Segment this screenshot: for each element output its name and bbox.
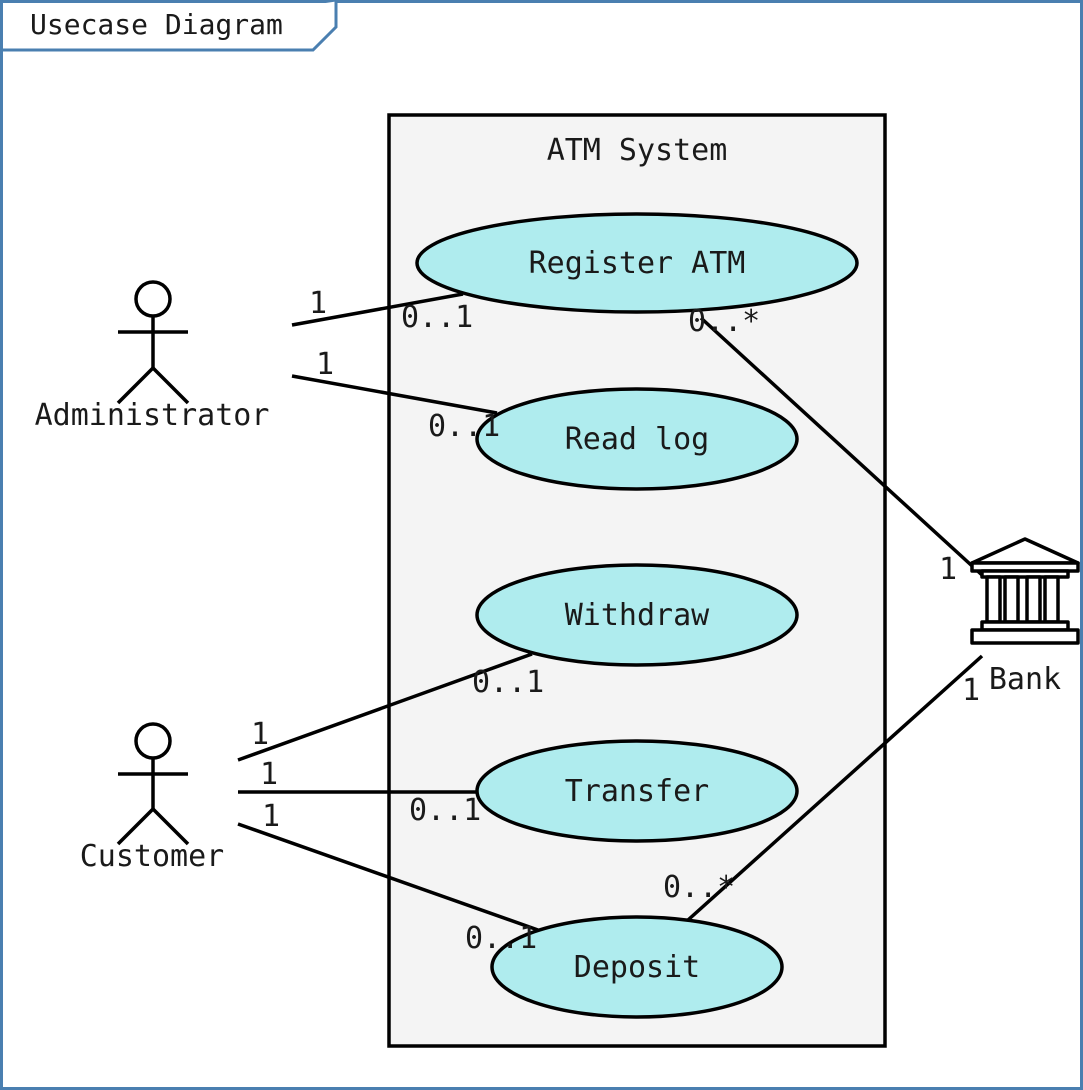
actor-label: Customer	[80, 839, 225, 874]
multiplicity-admin-register-actor: 1	[309, 286, 327, 321]
actor-label: Bank	[989, 662, 1061, 697]
system-title: ATM System	[547, 133, 728, 168]
multiplicity-admin-register-usecase: 0..1	[401, 300, 473, 335]
usecase-deposit[interactable]: Deposit	[490, 915, 784, 1019]
usecase-label: Withdraw	[565, 598, 710, 633]
bank-building-icon	[970, 537, 1080, 645]
actor-bank[interactable]: Bank	[970, 537, 1080, 697]
multiplicity-admin-readlog-usecase: 0..1	[428, 409, 500, 444]
multiplicity-customer-withdraw-usecase: 0..1	[472, 665, 544, 700]
association-customer-withdraw[interactable]	[237, 652, 533, 762]
actor-label: Administrator	[35, 398, 270, 433]
multiplicity-customer-deposit-actor: 1	[262, 799, 280, 834]
multiplicity-admin-readlog-actor: 1	[316, 347, 334, 382]
usecase-label: Read log	[565, 422, 710, 457]
usecase-register-atm[interactable]: Register ATM	[415, 212, 859, 314]
multiplicity-customer-transfer-usecase: 0..1	[409, 793, 481, 828]
usecase-label: Register ATM	[529, 246, 746, 281]
stick-figure-icon	[116, 722, 190, 846]
multiplicity-customer-withdraw-actor: 1	[251, 717, 269, 752]
usecase-label: Deposit	[574, 950, 700, 985]
multiplicity-bank-deposit-usecase: 0..*	[663, 870, 735, 905]
association-bank-deposit[interactable]	[686, 654, 984, 922]
multiplicity-customer-transfer-actor: 1	[260, 757, 278, 792]
frame-title: Usecase Diagram	[30, 8, 283, 41]
usecase-read-log[interactable]: Read log	[475, 387, 799, 491]
usecase-withdraw[interactable]: Withdraw	[475, 563, 799, 667]
multiplicity-bank-register-usecase: 0..*	[688, 304, 760, 339]
multiplicity-bank-deposit-actor: 1	[962, 673, 980, 708]
usecase-transfer[interactable]: Transfer	[475, 739, 799, 843]
association-customer-deposit[interactable]	[237, 822, 539, 932]
association-admin-register[interactable]	[291, 292, 464, 327]
association-bank-register[interactable]	[699, 316, 984, 577]
actor-customer[interactable]: Customer	[80, 722, 225, 874]
multiplicity-bank-register-actor: 1	[939, 552, 957, 587]
usecase-label: Transfer	[565, 774, 710, 809]
actor-administrator[interactable]: Administrator	[35, 280, 270, 433]
stick-figure-icon	[116, 280, 190, 405]
association-admin-readlog[interactable]	[291, 374, 498, 415]
multiplicity-customer-deposit-usecase: 0..1	[465, 921, 537, 956]
frame-title-tab	[1, 1, 338, 52]
